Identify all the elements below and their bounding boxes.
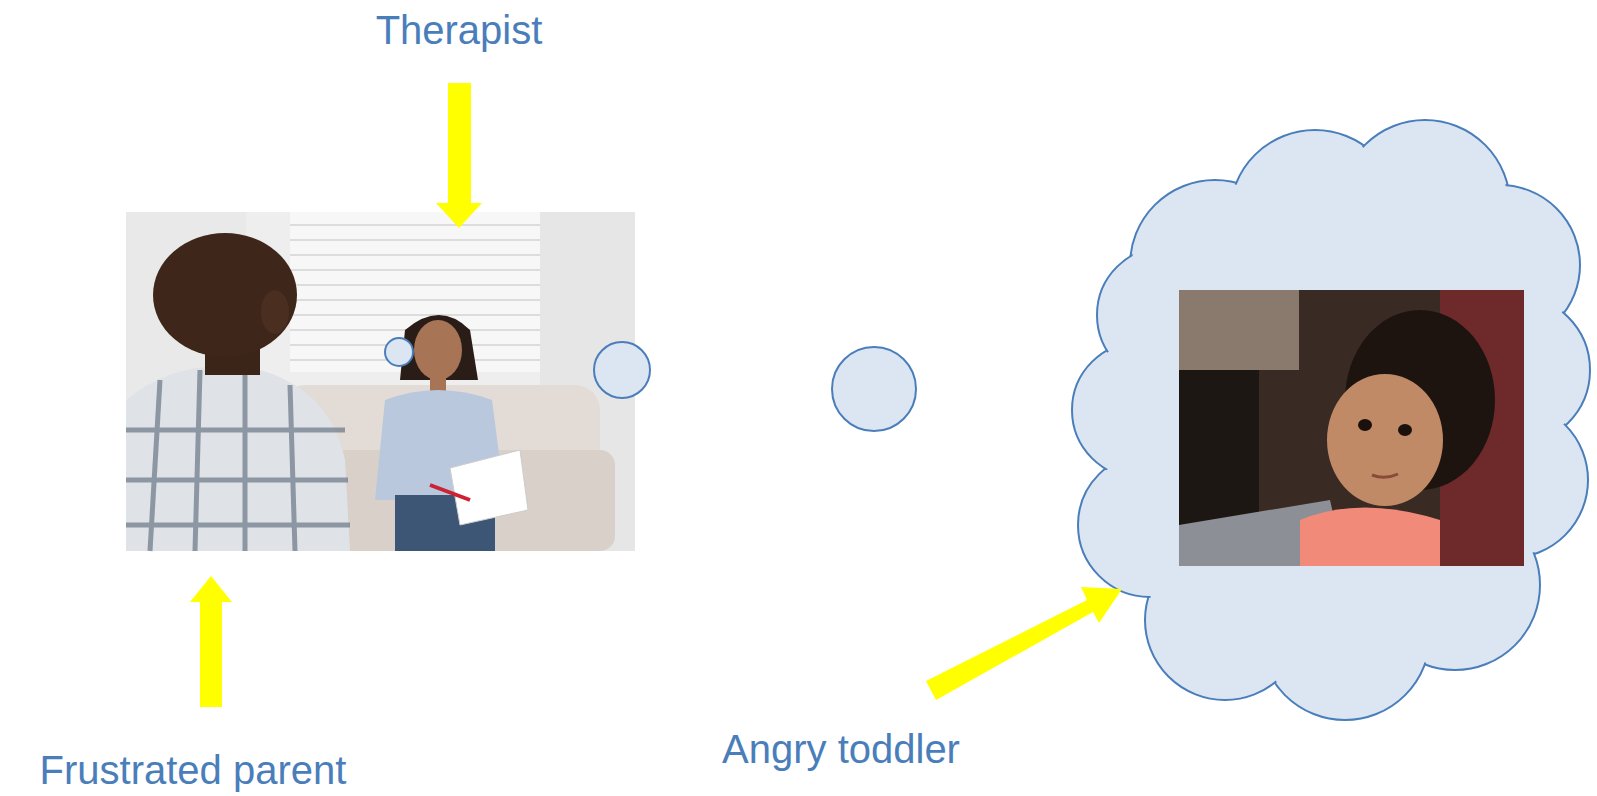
label-holder: Frustrated parent (40, 748, 347, 792)
role-label: Frustrated parent (40, 748, 347, 792)
label-holder: Therapist (376, 8, 543, 52)
therapy-photo (126, 212, 635, 551)
toddler-photo (1179, 290, 1524, 566)
label-holder: Angry toddler (722, 727, 960, 771)
role-label: Therapist (376, 8, 543, 52)
role-label: Angry toddler (722, 727, 960, 771)
pointer-arrows (190, 83, 1122, 707)
thought-cloud (1072, 120, 1590, 720)
thought-bubbles (385, 338, 916, 431)
